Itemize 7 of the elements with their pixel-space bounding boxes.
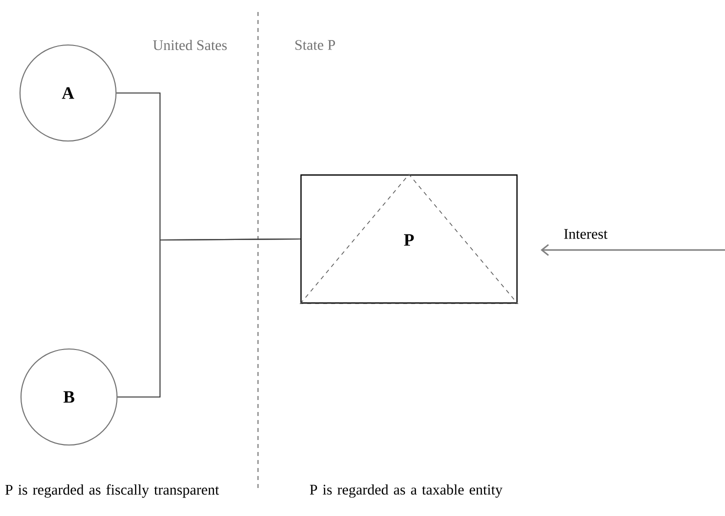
note: P is regarded as fiscally transparent xyxy=(5,484,220,498)
arrow xyxy=(540,244,725,256)
edge-label: Interest xyxy=(562,228,609,240)
connector-line xyxy=(118,238,300,398)
note: P is regarded as a taxable entity xyxy=(310,484,502,498)
region-label: United Sates xyxy=(153,40,227,50)
region-label: State P xyxy=(295,40,335,50)
